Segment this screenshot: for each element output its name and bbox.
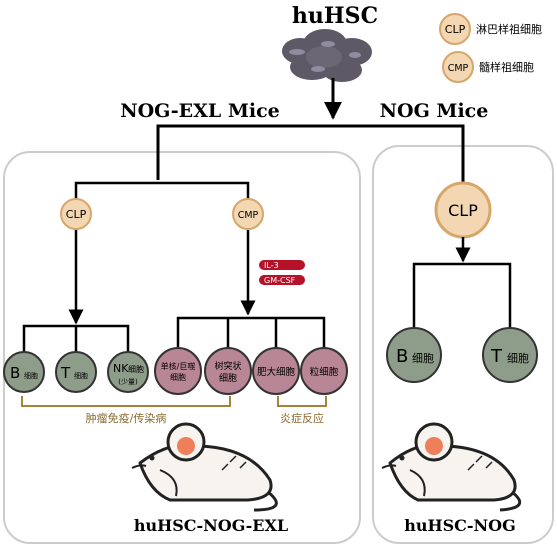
left-cmp-label: CMP (238, 210, 259, 221)
mast-cell-label: 肥大细胞 (257, 366, 296, 378)
left-tree-lines (22, 181, 326, 352)
right-b-cell (386, 327, 442, 383)
left-clp-label: CLP (66, 208, 87, 221)
right-t-sub: 细胞 (507, 352, 529, 365)
top-branch-lines (156, 78, 465, 182)
dendritic-cell (204, 347, 252, 395)
right-tree-lines (412, 237, 512, 328)
left-t-sub: 细胞 (74, 371, 88, 380)
legend-clp-abbr: CLP (445, 23, 466, 36)
hsc-cloud-icon (282, 29, 372, 82)
legend-clp-icon (439, 13, 471, 45)
right-t-cell (482, 327, 538, 383)
legend-cmp-icon (442, 51, 474, 83)
granulocyte-label: 粒细胞 (310, 366, 339, 378)
left-b-sub: 细胞 (24, 371, 38, 380)
right-b-sub: 细胞 (412, 352, 434, 365)
nog-mouse-icon (381, 422, 522, 512)
nog-exl-mice-label: NOG-EXL Mice (120, 100, 280, 122)
monocyte-macrophage-cell (154, 347, 202, 395)
nog-model-name: huHSC-NOG (404, 516, 516, 535)
right-b-letter: B (396, 346, 408, 367)
granulocyte-cell (300, 347, 348, 395)
diagram-title: huHSC (292, 3, 378, 29)
left-cmp-node (232, 198, 264, 230)
right-clp-label: CLP (448, 201, 478, 220)
inflammation-bracket (277, 396, 327, 407)
legend-cmp-abbr: CMP (448, 63, 469, 74)
legend-clp-label: 淋巴样祖细胞 (476, 22, 542, 36)
mast-cell (252, 347, 300, 395)
monocyte-label-1: 单核/巨噬 (161, 361, 196, 371)
nog-mice-label: NOG Mice (380, 100, 489, 122)
gmcsf-label: GM-CSF (264, 276, 296, 285)
legend: CLP 淋巴样祖细胞 CMP 髓样祖细胞 (439, 13, 542, 83)
il3-label: IL-3 (264, 261, 279, 270)
monocyte-label-2: 细胞 (170, 372, 186, 382)
right-t-letter: T (490, 346, 503, 367)
left-b-cell (3, 351, 45, 393)
dendritic-label-2: 细胞 (219, 372, 237, 384)
left-nk-note: (少量) (118, 378, 138, 386)
left-nk-sub: 细胞 (128, 364, 144, 374)
tumor-immunity-label: 肿瘤免疫/传染病 (86, 411, 167, 425)
nog-exl-mouse-icon (131, 422, 278, 512)
dendritic-label-1: 树突状 (214, 360, 241, 372)
gmcsf-badge (259, 275, 305, 285)
tumor-immunity-bracket (21, 396, 231, 407)
nog-exl-model-name: huHSC-NOG-EXL (134, 516, 288, 535)
legend-cmp-label: 髓样祖细胞 (479, 60, 534, 74)
left-b-letter: B (10, 364, 20, 382)
left-t-letter: T (60, 364, 71, 382)
il3-badge (259, 260, 305, 270)
left-t-cell (55, 351, 97, 393)
left-nk-cell (107, 351, 149, 393)
inflammation-label: 炎症反应 (280, 411, 324, 425)
left-clp-node (60, 198, 92, 230)
left-nk-letter: NK (113, 362, 129, 375)
